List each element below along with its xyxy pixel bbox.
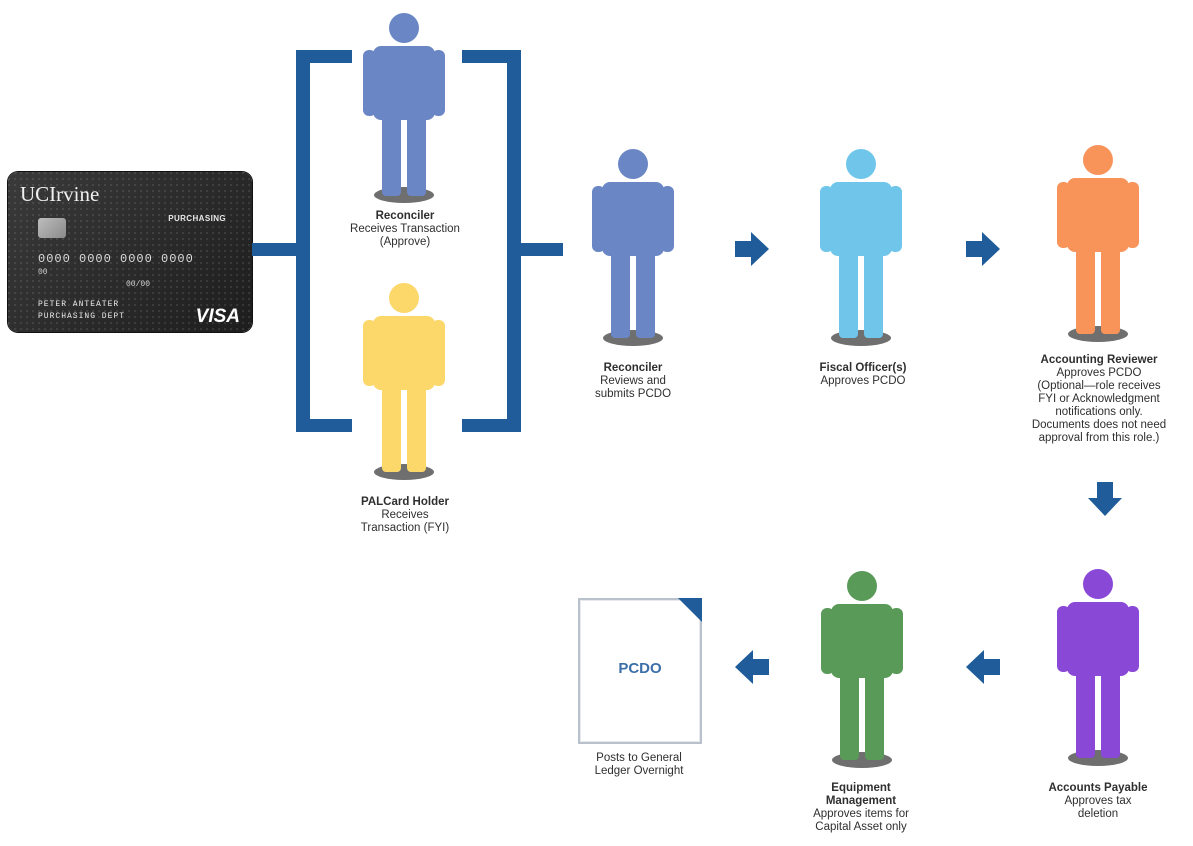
card-chip-icon	[38, 218, 66, 238]
card-type: PURCHASING	[168, 214, 226, 223]
caption-line: Receives Transaction	[350, 223, 460, 235]
caption-line: Posts to General	[596, 752, 682, 764]
equipment-management-title: Management	[825, 795, 897, 807]
caption-line: Approves tax	[1064, 795, 1132, 807]
accounting-reviewer-caption: Accounting Reviewer Approves PCDO (Optio…	[1010, 354, 1188, 445]
caption-line: submits PCDO	[594, 388, 672, 400]
card-holder-name: PETER ANTEATER	[38, 300, 120, 309]
flow-arrow-left-icon	[966, 650, 1000, 689]
caption-line: Documents does not need	[1031, 419, 1167, 431]
reconciler-receives-caption: Reconciler Receives Transaction (Approve…	[330, 210, 480, 249]
right-bracket-bottom	[462, 419, 521, 432]
caption-line: Reviews and	[600, 375, 666, 387]
flow-arrow-down-icon	[1088, 482, 1122, 521]
caption-line: deletion	[1077, 808, 1119, 820]
fiscal-officer-caption: Fiscal Officer(s) Approves PCDO	[790, 362, 936, 388]
pcdo-caption: Posts to General Ledger Overnight	[566, 752, 712, 778]
caption-line: Approves PCDO	[1056, 367, 1142, 379]
accounts-payable-caption: Accounts Payable Approves tax deletion	[1023, 782, 1173, 821]
reconciler-receives-person-icon	[356, 8, 452, 206]
caption-line: notifications only.	[1055, 406, 1143, 418]
fiscal-officer-person-icon	[813, 144, 909, 350]
equipment-management-caption: Equipment Management Approves items for …	[786, 782, 936, 834]
caption-line: (Approve)	[379, 236, 431, 248]
right-bracket-top	[462, 50, 521, 63]
purchasing-card: UCIrvine PURCHASING 0000 0000 0000 0000 …	[8, 172, 252, 332]
left-bracket-spine	[296, 50, 310, 432]
bracket-to-reconciler-line	[521, 243, 563, 256]
card-brand: UCIrvine	[20, 182, 100, 206]
equipment-management-person-icon	[814, 566, 910, 772]
palcard-holder-person-icon	[356, 278, 452, 484]
caption-line: Ledger Overnight	[594, 765, 684, 777]
reconciler-receives-title: Reconciler	[375, 210, 435, 222]
fiscal-officer-title: Fiscal Officer(s)	[819, 362, 907, 374]
palcard-holder-title: PALCard Holder	[361, 496, 449, 508]
caption-line: Transaction (FYI)	[360, 522, 450, 534]
left-bracket-top	[296, 50, 352, 63]
flow-arrow-right-icon	[735, 232, 769, 271]
card-number: 0000 0000 0000 0000	[38, 252, 194, 266]
palcard-holder-caption: PALCard Holder Receives Transaction (FYI…	[330, 496, 480, 535]
document-fold-icon	[678, 598, 702, 622]
left-bracket-bottom	[296, 419, 352, 432]
reconciler-submits-caption: Reconciler Reviews and submits PCDO	[560, 362, 706, 401]
accounting-reviewer-person-icon	[1050, 140, 1146, 346]
caption-line: FYI or Acknowledgment	[1038, 393, 1160, 405]
reconciler-submits-title: Reconciler	[603, 362, 663, 374]
caption-line: Capital Asset only	[815, 821, 907, 833]
caption-line: (Optional—role receives	[1037, 380, 1161, 392]
card-connector-line	[252, 243, 302, 256]
visa-logo: VISA	[195, 306, 240, 327]
card-holder-dept: PURCHASING DEPT	[38, 312, 126, 321]
accounting-reviewer-title: Accounting Reviewer	[1040, 354, 1158, 366]
accounts-payable-person-icon	[1050, 564, 1146, 770]
caption-line: Approves items for	[813, 808, 909, 820]
flow-arrow-left-icon	[735, 650, 769, 689]
equipment-management-title: Equipment	[831, 782, 891, 794]
pcdo-label: PCDO	[618, 660, 662, 677]
card-small-digits: 00	[38, 268, 48, 277]
caption-line: approval from this role.)	[1038, 432, 1160, 444]
card-expiry: 00/00	[126, 280, 151, 289]
caption-line: Receives	[381, 509, 429, 521]
caption-line: Approves PCDO	[820, 375, 906, 387]
reconciler-submits-person-icon	[585, 144, 681, 350]
flow-arrow-right-icon	[966, 232, 1000, 271]
right-bracket-spine	[507, 50, 521, 432]
pcdo-document-icon: PCDO	[578, 598, 702, 744]
accounts-payable-title: Accounts Payable	[1048, 782, 1148, 794]
